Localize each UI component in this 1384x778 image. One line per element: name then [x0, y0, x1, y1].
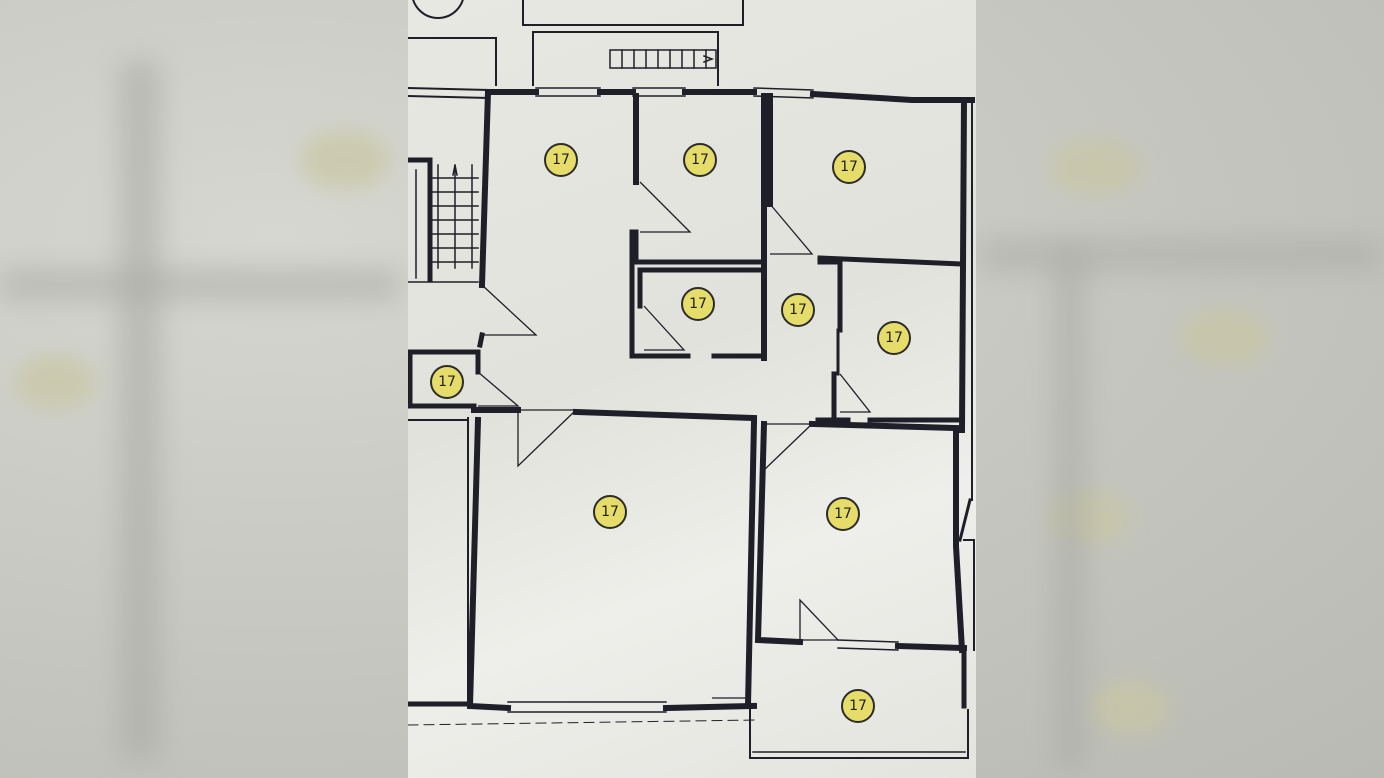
room-label-badge: 17	[430, 365, 464, 399]
wall-room-9-left	[754, 420, 804, 646]
top-left-circle	[412, 0, 464, 19]
left-stair	[408, 164, 479, 283]
floor-plan-sheet: 17 17 17 17 17 17 17 17 17 17	[408, 0, 976, 778]
wall-room-8-right	[744, 418, 758, 709]
left-stair-wall	[408, 157, 433, 283]
wall-hall-left	[478, 88, 492, 289]
wall-room-3-right	[958, 96, 968, 434]
room-label-badge: 17	[681, 287, 715, 321]
floor-plan-drawing	[408, 0, 975, 759]
wall-room-8-left	[466, 416, 512, 712]
wall-middle	[471, 407, 758, 422]
wall-room-6-box	[817, 259, 963, 423]
entry-stair	[609, 49, 717, 69]
wall-bath	[629, 229, 767, 359]
wall-room-9-right	[953, 427, 966, 654]
room-label-badge: 17	[841, 689, 875, 723]
room-label-badge: 17	[544, 143, 578, 177]
room-label-badge: 17	[826, 497, 860, 531]
wall-lines	[408, 0, 975, 759]
wall-room-3-bottom	[817, 255, 965, 267]
room-label-badge: 17	[593, 495, 627, 529]
wall-wc-box	[408, 349, 481, 409]
wall-room-9-top	[808, 420, 960, 432]
room-label-badge: 17	[832, 150, 866, 184]
room-label-badge: 17	[877, 321, 911, 355]
room-label-badge: 17	[683, 143, 717, 177]
top-outline	[522, 0, 744, 26]
room-label-badge: 17	[781, 293, 815, 327]
door-swings	[477, 181, 872, 699]
wall-room-8-bottom-window	[507, 701, 667, 713]
